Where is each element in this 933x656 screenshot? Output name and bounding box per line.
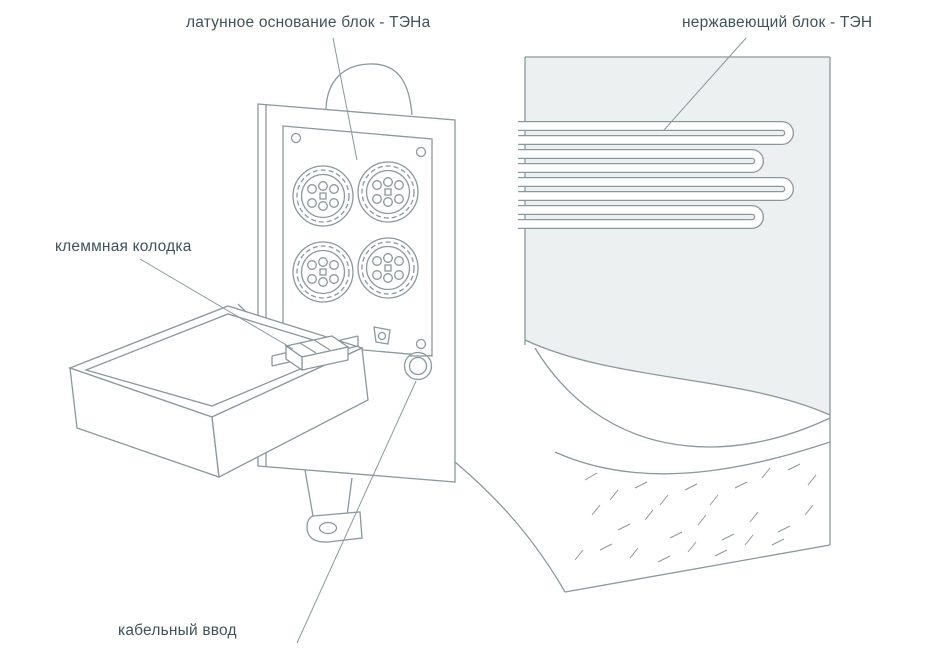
label-cable-entry: кабельный ввод	[118, 622, 237, 639]
element-base	[292, 241, 354, 303]
label-terminal-block: клеммная колодка	[55, 238, 192, 255]
insulation-hatching	[574, 463, 817, 563]
cable-gland	[403, 351, 433, 381]
element-base	[357, 161, 419, 223]
label-brass-base: латунное основание блок - ТЭНа	[186, 14, 431, 31]
element-base	[292, 165, 354, 227]
leader-brass-base	[332, 37, 358, 161]
leader-stainless-block	[663, 37, 747, 131]
mounting-foot	[304, 469, 363, 543]
element-base	[357, 237, 419, 299]
leader-cable-entry	[296, 380, 417, 644]
leader-lines	[139, 37, 747, 644]
terminal-box-cover	[68, 305, 369, 479]
leader-terminal-block	[139, 258, 294, 350]
label-stainless-block: нержавеющий блок - ТЭН	[682, 14, 873, 31]
tank-shell	[454, 56, 831, 593]
terminal-block	[271, 335, 359, 372]
